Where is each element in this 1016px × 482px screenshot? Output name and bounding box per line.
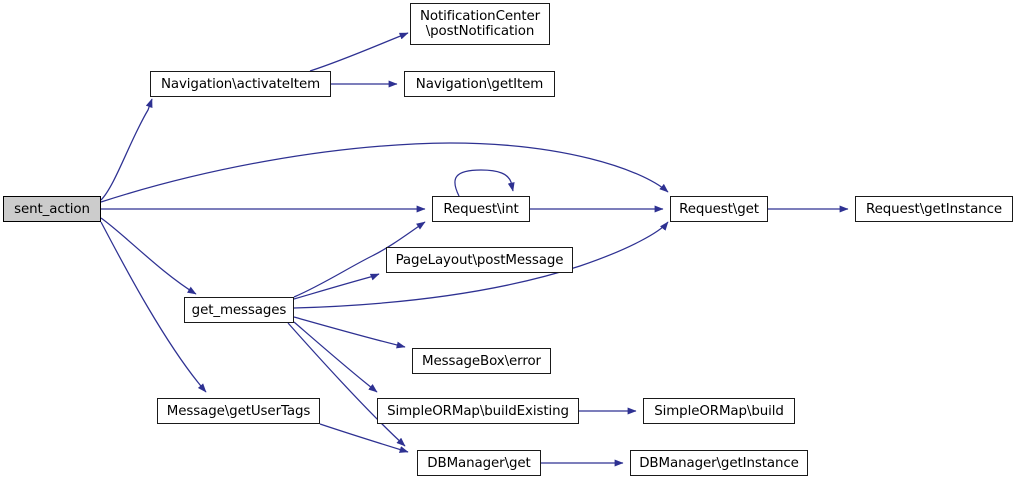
graph-node-pagelayout_post[interactable]: PageLayout\postMessage xyxy=(386,247,573,273)
graph-node-label: Message\getUserTags xyxy=(166,403,311,419)
graph-node-simpleormap_buildexisting[interactable]: SimpleORMap\buildExisting xyxy=(377,398,579,424)
graph-edge-message_getusertags-to-dbmanager_get xyxy=(319,423,409,453)
graph-node-get_messages[interactable]: get_messages xyxy=(184,297,294,323)
graph-node-request_getinstance[interactable]: Request\getInstance xyxy=(855,196,1013,222)
graph-node-label: SimpleORMap\build xyxy=(654,403,784,419)
graph-node-label: NotificationCenter \postNotification xyxy=(419,9,541,39)
graph-node-notif_post[interactable]: NotificationCenter \postNotification xyxy=(410,3,550,45)
graph-node-message_getusertags[interactable]: Message\getUserTags xyxy=(157,398,320,424)
graph-edge-request_int-to-request_int xyxy=(454,169,515,197)
graph-edge-sent_action-to-request_get xyxy=(100,142,669,203)
graph-node-request_int[interactable]: Request\int xyxy=(432,196,530,222)
graph-node-label: Request\getInstance xyxy=(866,201,1002,217)
graph-node-label: Navigation\activateItem xyxy=(160,76,321,92)
graph-edge-sent_action-to-nav_activate xyxy=(100,98,153,201)
graph-edge-get_messages-to-messagebox_error xyxy=(293,316,406,349)
graph-node-label: SimpleORMap\buildExisting xyxy=(387,403,569,419)
graph-edge-get_messages-to-dbmanager_get xyxy=(287,322,406,447)
graph-node-simpleormap_build[interactable]: SimpleORMap\build xyxy=(643,398,795,424)
graph-node-label: PageLayout\postMessage xyxy=(395,252,564,268)
graph-node-dbmanager_get[interactable]: DBManager\get xyxy=(417,450,541,476)
graph-node-label: Request\int xyxy=(443,201,519,217)
graph-node-label: sent_action xyxy=(14,201,90,217)
graph-node-label: Request\get xyxy=(679,201,759,217)
graph-edge-get_messages-to-simpleormap_buildexisting xyxy=(293,321,378,393)
graph-node-request_get[interactable]: Request\get xyxy=(670,196,768,222)
graph-node-label: Navigation\getItem xyxy=(415,76,544,92)
graph-node-sent_action[interactable]: sent_action xyxy=(3,196,101,222)
graph-edge-get_messages-to-pagelayout_post xyxy=(293,273,380,300)
graph-node-label: get_messages xyxy=(191,302,287,318)
graph-node-dbmanager_getinstance[interactable]: DBManager\getInstance xyxy=(630,450,808,476)
graph-node-label: DBManager\get xyxy=(427,455,531,471)
graph-node-messagebox_error[interactable]: MessageBox\error xyxy=(412,348,551,374)
graph-node-nav_activate[interactable]: Navigation\activateItem xyxy=(150,71,331,97)
graph-node-label: MessageBox\error xyxy=(422,353,541,369)
graph-node-label: DBManager\getInstance xyxy=(639,455,799,471)
graph-edge-nav_activate-to-notif_post xyxy=(309,32,409,72)
graph-edge-sent_action-to-get_messages xyxy=(100,217,197,295)
graph-node-nav_getitem[interactable]: Navigation\getItem xyxy=(404,71,555,97)
